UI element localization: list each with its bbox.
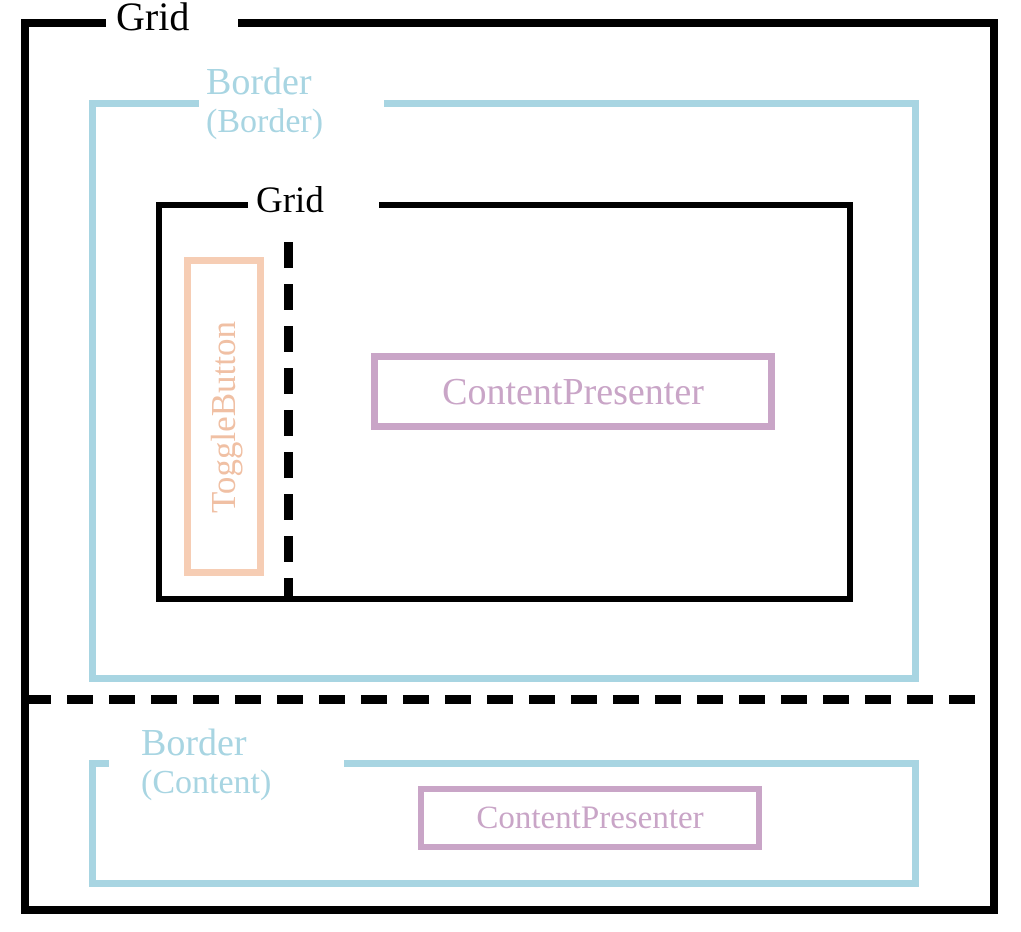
border-border-edge-right xyxy=(912,100,919,682)
outer-grid-label: Grid xyxy=(116,0,189,38)
border-content-edge-top-right xyxy=(344,760,919,767)
border-content-label-line1: Border xyxy=(141,722,247,764)
outer-grid-edge-top-right xyxy=(238,19,998,27)
outer-grid-edge-top-left xyxy=(21,19,106,27)
border-content-edge-right xyxy=(912,760,919,887)
border-border-edge-top-right xyxy=(384,100,919,107)
content-presenter-body-box: ContentPresenter xyxy=(418,786,762,850)
outer-grid-label-text: Grid xyxy=(116,0,190,39)
outer-grid-box: Grid xyxy=(21,0,998,914)
inner-grid-label-text: Grid xyxy=(256,180,324,221)
content-presenter-header-label: ContentPresenter xyxy=(442,370,704,413)
inner-grid-edge-bottom xyxy=(156,596,853,602)
outer-grid-edge-bottom xyxy=(21,906,998,914)
inner-grid-label: Grid xyxy=(256,182,324,220)
outer-grid-row-separator xyxy=(25,695,994,704)
border-border-edge-top-left xyxy=(89,100,199,107)
border-content-label: Border (Content) xyxy=(141,724,271,800)
border-border-edge-bottom xyxy=(89,675,919,682)
toggle-button-box[interactable]: ToggleButton xyxy=(184,257,264,576)
border-border-edge-left xyxy=(89,100,96,682)
content-presenter-header-box: ContentPresenter xyxy=(371,353,775,430)
outer-grid-edge-right xyxy=(990,19,998,914)
outer-grid-edge-left xyxy=(21,19,29,914)
inner-grid-edge-right xyxy=(847,202,853,602)
inner-grid-box: Grid xyxy=(156,182,853,602)
inner-grid-edge-left xyxy=(156,202,162,602)
border-content-box: Border (Content) xyxy=(89,724,919,887)
border-border-label: Border (Border) xyxy=(206,63,323,139)
border-content-edge-top-left xyxy=(89,760,109,767)
inner-grid-column-separator xyxy=(284,242,293,602)
border-border-label-line2: (Border) xyxy=(206,102,324,140)
border-content-edge-bottom xyxy=(89,880,919,887)
inner-grid-edge-top-right xyxy=(379,202,853,208)
content-presenter-body-label: ContentPresenter xyxy=(476,799,704,836)
inner-grid-edge-top-left xyxy=(156,202,248,208)
border-content-edge-left xyxy=(89,760,96,887)
border-border-box: Border (Border) xyxy=(89,63,919,682)
toggle-button-label: ToggleButton xyxy=(204,320,243,513)
border-border-label-line1: Border xyxy=(206,61,312,103)
border-content-label-line2: (Content) xyxy=(141,763,272,801)
